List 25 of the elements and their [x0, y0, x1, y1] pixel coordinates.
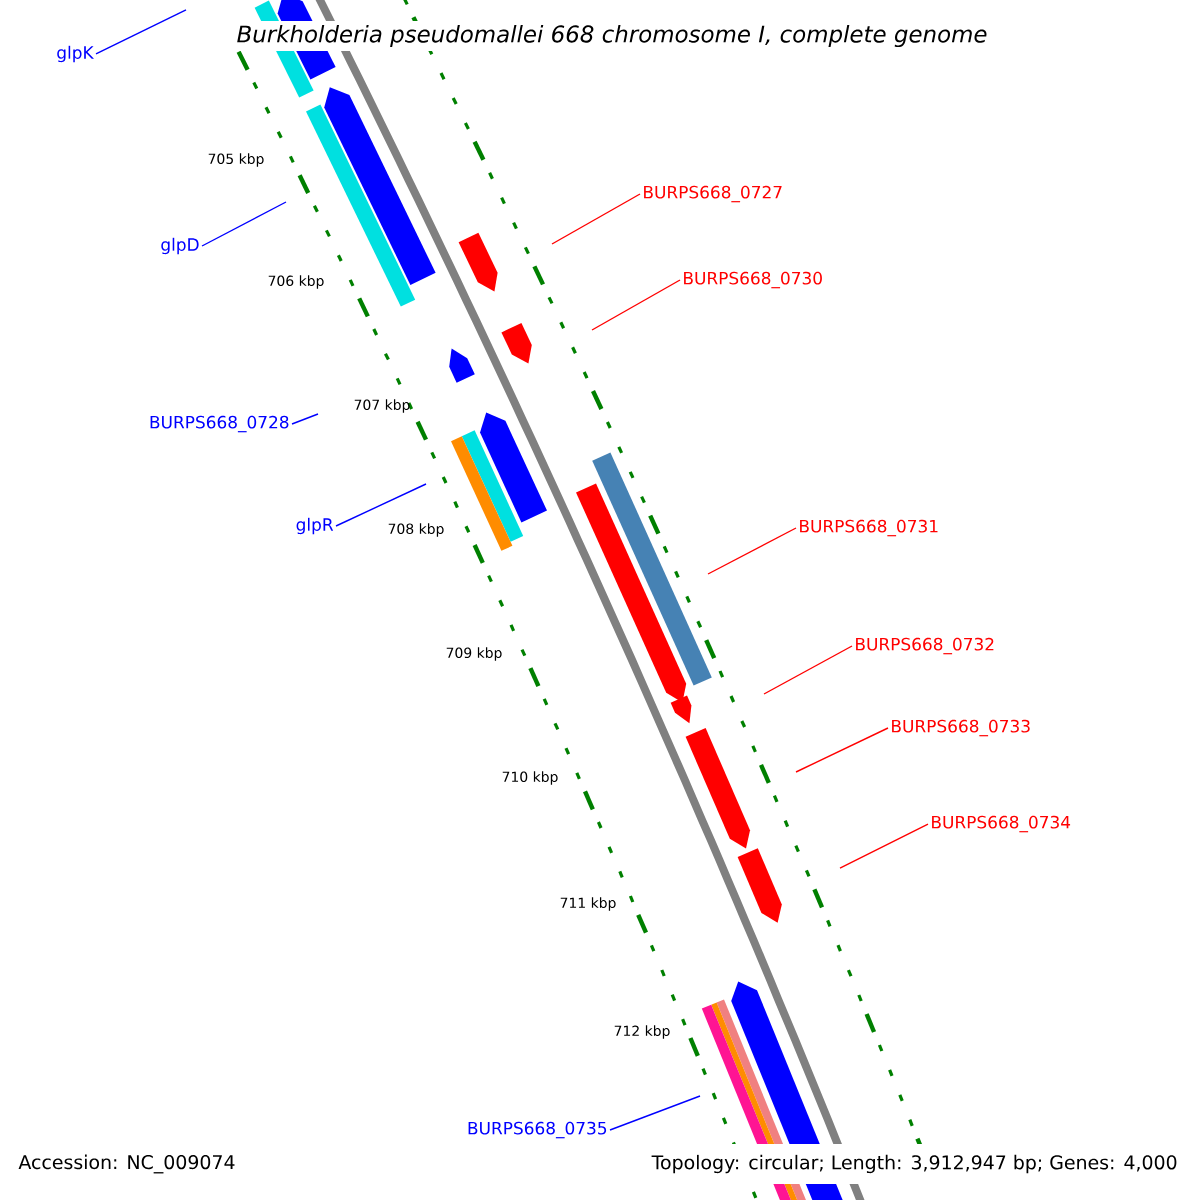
gene-label: BURPS668_0731 — [800, 519, 938, 537]
gene-label: BURPS668_0732 — [856, 637, 994, 655]
gene-label: BURPS668_0730 — [684, 271, 822, 289]
leader-line — [201, 201, 287, 247]
title: Burkholderia pseudomallei 668 chromosome I, complete genome — [232, 20, 992, 52]
leader-line — [609, 1095, 701, 1131]
leader-line — [795, 727, 889, 773]
leader-line — [291, 413, 319, 425]
gene-label: glpR — [296, 517, 334, 535]
gene-label: BURPS668_0727 — [644, 185, 782, 203]
gene-label: BURPS668_0734 — [932, 815, 1071, 833]
leader-line — [591, 279, 681, 331]
leader-line — [839, 823, 929, 869]
gene-label: glpK — [57, 45, 94, 63]
leader-line — [551, 193, 641, 245]
gene-label: BURPS668_0735 — [468, 1121, 607, 1139]
gene-label: BURPS668_0733 — [892, 719, 1030, 737]
leader-line — [95, 9, 187, 55]
gene-label: glpD — [161, 237, 199, 255]
gene-label: BURPS668_0728 — [150, 415, 289, 433]
leader-line — [335, 483, 427, 527]
footer-text: Accession: NC_009074 — [18, 1154, 235, 1174]
footer-text: Topology: circular; Length: 3,912,947 bp; Genes: 4,000 — [651, 1154, 1177, 1174]
leader-line — [763, 645, 853, 695]
leader-line — [707, 527, 797, 575]
